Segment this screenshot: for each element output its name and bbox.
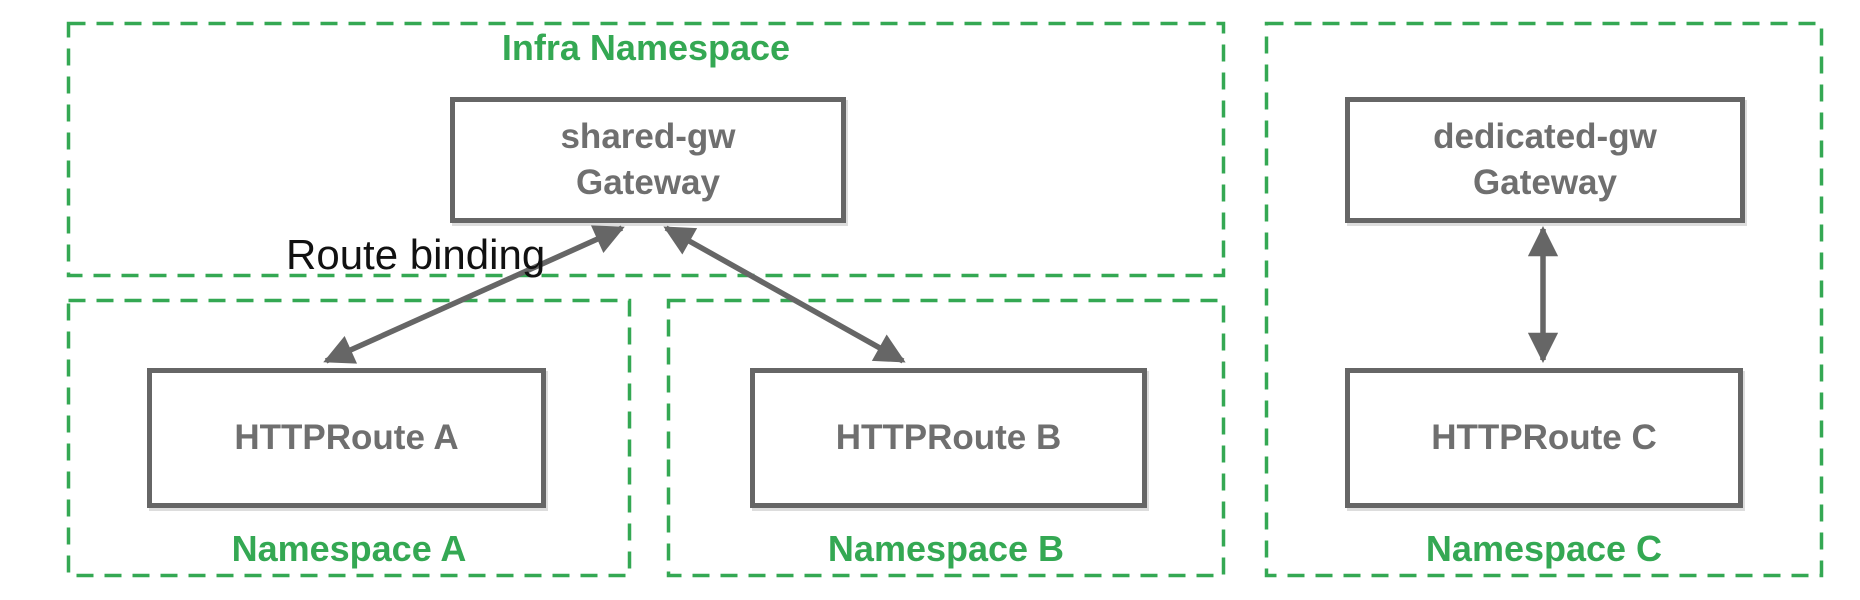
httproute-b-node: HTTPRoute B	[750, 368, 1147, 508]
shared-gw-kind: Gateway	[576, 163, 720, 202]
httproute-c-node: HTTPRoute C	[1345, 368, 1743, 508]
route-binding-label: Route binding	[286, 231, 546, 278]
namespace-c-label: Namespace C	[1425, 528, 1663, 569]
dedicated-gw-gateway-node: dedicated-gw Gateway	[1345, 97, 1745, 223]
infra-namespace-label: Infra Namespace	[501, 27, 791, 68]
namespace-c-border	[1264, 21, 1824, 578]
dedicated-gw-name: dedicated-gw	[1433, 116, 1657, 156]
namespace-b-border	[666, 298, 1226, 578]
namespace-b-label: Namespace B	[827, 528, 1065, 569]
httproute-a-label: HTTPRoute A	[234, 417, 459, 457]
httproute-a-node: HTTPRoute A	[147, 368, 546, 508]
namespace-a-label: Namespace A	[231, 528, 467, 569]
dedicated-gw-kind: Gateway	[1473, 163, 1617, 202]
edge-httproute-b-to-shared-gw	[663, 225, 906, 364]
edge-httproute-a-to-shared-gw	[323, 225, 625, 364]
infra-namespace-border	[66, 21, 1226, 278]
shared-gw-gateway-node: shared-gw Gateway	[450, 97, 846, 223]
httproute-b-label: HTTPRoute B	[835, 417, 1062, 457]
shared-gw-name: shared-gw	[560, 116, 736, 156]
httproute-c-label: HTTPRoute C	[1431, 417, 1657, 457]
